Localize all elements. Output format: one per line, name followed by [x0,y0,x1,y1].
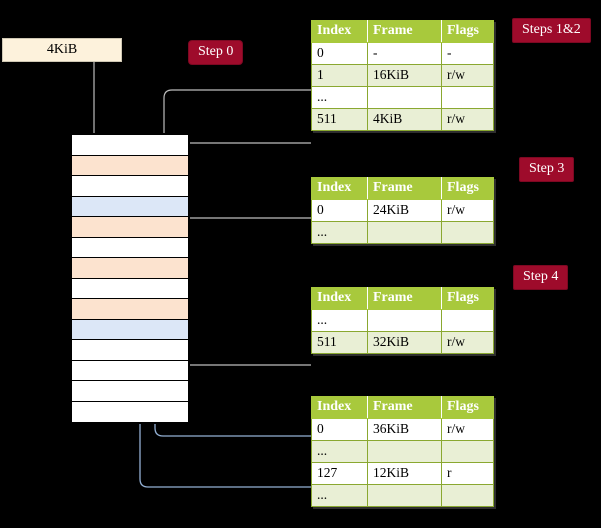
memory-frame-row [72,381,188,402]
memory-frame-row [72,360,188,381]
cell-frame: 16KiB [367,64,442,87]
cell-flags: r/w [441,108,494,131]
memory-frame-row [72,217,188,238]
cell-flags [441,86,494,109]
memory-frame-row [72,299,188,320]
source-frame-box: 4KiB [2,38,122,62]
cell-flags: r/w [441,199,494,222]
cell-frame: 4KiB [367,108,442,131]
table-row[interactable]: 0-- [311,42,494,65]
memory-frame-row [72,319,188,340]
cell-flags [441,440,494,463]
memory-frame-row [72,278,188,299]
step-label-step3: Step 3 [520,158,574,181]
cell-flags: r [441,462,494,485]
cell-frame [367,86,442,109]
column-header-index: Index [311,177,368,200]
cell-index: ... [311,484,368,507]
table-row[interactable]: ... [311,309,494,332]
cell-index: 1 [311,64,368,87]
cell-flags [441,309,494,332]
cell-index: ... [311,86,368,109]
memory-frame-row [72,401,188,422]
memory-frame-row [72,340,188,361]
column-header-frame: Frame [367,287,442,310]
cell-index: 511 [311,108,368,131]
table-row[interactable]: ... [311,440,494,463]
cell-index: ... [311,221,368,244]
table-row[interactable]: ... [311,221,494,244]
column-header-frame: Frame [367,177,442,200]
cell-index: 511 [311,331,368,354]
column-header-index: Index [311,20,368,43]
column-header-index: Index [311,396,368,419]
cell-index: 0 [311,42,368,65]
cell-frame: 36KiB [367,418,442,441]
step-label-step0: Step 0 [189,41,243,64]
physical-memory-column [70,133,190,424]
memory-frame-row [72,196,188,217]
cell-frame [367,309,442,332]
column-header-flags: Flags [441,396,494,419]
cell-frame: 12KiB [367,462,442,485]
cell-index: 127 [311,462,368,485]
cell-index: 0 [311,418,368,441]
column-header-frame: Frame [367,396,442,419]
step-label-step4: Step 4 [514,266,568,289]
source-frame-label: 4KiB [46,42,78,57]
memory-frame-row [72,155,188,176]
cell-index: 0 [311,199,368,222]
column-header-frame: Frame [367,20,442,43]
cell-frame [367,440,442,463]
cell-flags: - [441,42,494,65]
memory-frame-row [72,237,188,258]
cell-frame: 24KiB [367,199,442,222]
memory-frame-row [72,176,188,197]
column-header-flags: Flags [441,20,494,43]
cell-frame: - [367,42,442,65]
cell-frame: 32KiB [367,331,442,354]
cell-frame [367,484,442,507]
cell-flags [441,221,494,244]
cell-index: ... [311,440,368,463]
step-label-steps12: Steps 1&2 [513,19,590,42]
memory-frame-row [72,258,188,279]
table-row[interactable]: ... [311,484,494,507]
cell-flags: r/w [441,331,494,354]
cell-flags [441,484,494,507]
column-header-flags: Flags [441,177,494,200]
cell-index: ... [311,309,368,332]
cell-frame [367,221,442,244]
cell-flags: r/w [441,418,494,441]
memory-frame-row [72,135,188,156]
column-header-flags: Flags [441,287,494,310]
column-header-index: Index [311,287,368,310]
cell-flags: r/w [441,64,494,87]
table-row[interactable]: ... [311,86,494,109]
